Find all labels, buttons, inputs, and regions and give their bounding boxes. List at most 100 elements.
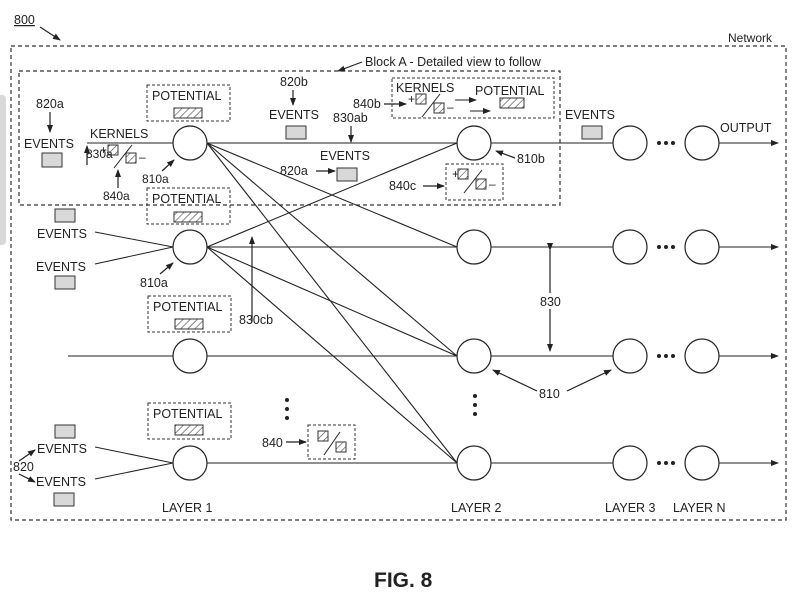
svg-text:+: + <box>452 167 459 181</box>
network-label: Network <box>728 31 773 45</box>
event-box-a <box>41 152 63 168</box>
neuron-l3-r3 <box>612 338 648 374</box>
block-a-label: Block A - Detailed view to follow <box>365 55 542 69</box>
layer-label-n: LAYER N <box>673 501 726 515</box>
event-box-f <box>54 275 76 290</box>
ref-820: 820 <box>13 460 34 474</box>
ref-810: 810 <box>539 387 560 401</box>
figure-ref-arrow <box>39 26 61 41</box>
ref-830-bg <box>535 293 565 309</box>
neuron-l1-r1 <box>172 125 208 161</box>
neuron-l1-r2 <box>172 229 208 265</box>
kernel-box-840 <box>307 424 356 460</box>
neuron-l2-r2 <box>456 229 492 265</box>
svg-text:+: + <box>100 143 107 157</box>
output-label: OUTPUT <box>720 121 772 135</box>
neuron-l4-r2 <box>684 229 720 265</box>
synapse-line <box>206 142 458 464</box>
layer-label-1: LAYER 1 <box>162 501 213 515</box>
ref-820a-top: 820a <box>36 97 64 111</box>
neuron-l2-r3 <box>456 338 492 374</box>
block-a-boundary <box>18 70 561 206</box>
potential-box-2: POTENTIAL <box>146 187 231 225</box>
horizontal-ellipsis <box>657 245 675 249</box>
svg-text:KERNELS: KERNELS <box>396 81 454 95</box>
ref-840: 840 <box>262 436 283 450</box>
svg-text:POTENTIAL: POTENTIAL <box>475 84 545 98</box>
layer-label-2: LAYER 2 <box>451 501 502 515</box>
ref-810a-top-arrow <box>161 159 175 172</box>
neurons <box>172 125 720 481</box>
neuron-l2-r4 <box>456 445 492 481</box>
neuron-l2-r1 <box>456 125 492 161</box>
ref-810a-top: 810a <box>142 172 169 186</box>
ref-840a: 840a <box>103 189 130 203</box>
ref-830cb: 830cb <box>239 313 273 327</box>
svg-text:+: + <box>408 92 415 106</box>
network-boundary <box>10 45 787 521</box>
svg-text:–: – <box>139 150 146 164</box>
neuron-l3-r2 <box>612 229 648 265</box>
ref-810a-mid: 810a <box>140 276 168 290</box>
block-a-arrow <box>337 61 363 72</box>
event-input-line <box>94 446 174 464</box>
synapse-line <box>206 246 458 357</box>
events-label-g: EVENTS <box>37 442 87 456</box>
ref-820-arrow-down <box>18 473 36 483</box>
neuron-l4-r4 <box>684 445 720 481</box>
neuron-l4-r3 <box>684 338 720 374</box>
neuron-l1-r4 <box>172 445 208 481</box>
ref-810-arrow-right <box>566 369 612 392</box>
events-label-h: EVENTS <box>36 475 86 489</box>
neuron-l3-r4 <box>612 445 648 481</box>
svg-text:–: – <box>447 100 454 114</box>
event-box-g <box>54 424 76 439</box>
events-label-c: EVENTS <box>320 149 370 163</box>
kernels-label-a: KERNELS <box>90 127 148 141</box>
neuron-l3-r1 <box>612 125 648 161</box>
kernel-symbol-a: + – <box>100 143 146 169</box>
ref-810-arrow-left <box>492 369 538 392</box>
ref-810b: 810b <box>517 152 545 166</box>
event-box-h <box>53 492 75 507</box>
events-label-d: EVENTS <box>565 108 615 122</box>
ref-820a-mid: 820a <box>280 164 308 178</box>
ref-810a-mid-arrow <box>159 262 174 275</box>
horizontal-ellipsis <box>657 354 675 358</box>
svg-text:POTENTIAL: POTENTIAL <box>152 192 222 206</box>
events-label-f: EVENTS <box>36 260 86 274</box>
scrollbar[interactable] <box>0 95 6 245</box>
events-label-e: EVENTS <box>37 227 87 241</box>
vertical-ellipsis-layer1 <box>285 398 289 420</box>
event-box-d <box>581 125 603 140</box>
horizontal-ellipsis <box>657 141 675 145</box>
event-input-line <box>94 246 174 265</box>
event-input-line <box>94 231 174 248</box>
event-input-line <box>94 462 174 480</box>
svg-text:POTENTIAL: POTENTIAL <box>153 407 223 421</box>
svg-text:POTENTIAL: POTENTIAL <box>152 89 222 103</box>
synapse-line <box>206 142 458 357</box>
vertical-ellipsis-layer2 <box>473 394 477 416</box>
event-box-e <box>54 208 76 223</box>
neuron-l4-r1 <box>684 125 720 161</box>
layer-label-3: LAYER 3 <box>605 501 656 515</box>
ref-840b: 840b <box>353 97 381 111</box>
event-box-c <box>336 167 358 182</box>
ref-830ab: 830ab <box>333 111 368 125</box>
ref-830a: 830a <box>86 147 113 161</box>
ref-820-arrow-up <box>18 449 36 462</box>
events-label-b: EVENTS <box>269 108 319 122</box>
svg-text:POTENTIAL: POTENTIAL <box>153 300 223 314</box>
figure-ref-number: 800 <box>14 13 35 27</box>
events-label-a: EVENTS <box>24 137 74 151</box>
kernel-potential-box-b: KERNELS POTENTIAL + – <box>391 77 555 119</box>
potential-box-1: POTENTIAL <box>146 84 231 122</box>
figure-caption: FIG. 8 <box>374 569 433 592</box>
ref-810b-arrow <box>495 150 516 159</box>
potential-box-4: POTENTIAL <box>147 402 232 440</box>
event-box-b <box>285 125 307 140</box>
neuron-l1-r3 <box>172 338 208 374</box>
svg-text:–: – <box>489 177 496 191</box>
